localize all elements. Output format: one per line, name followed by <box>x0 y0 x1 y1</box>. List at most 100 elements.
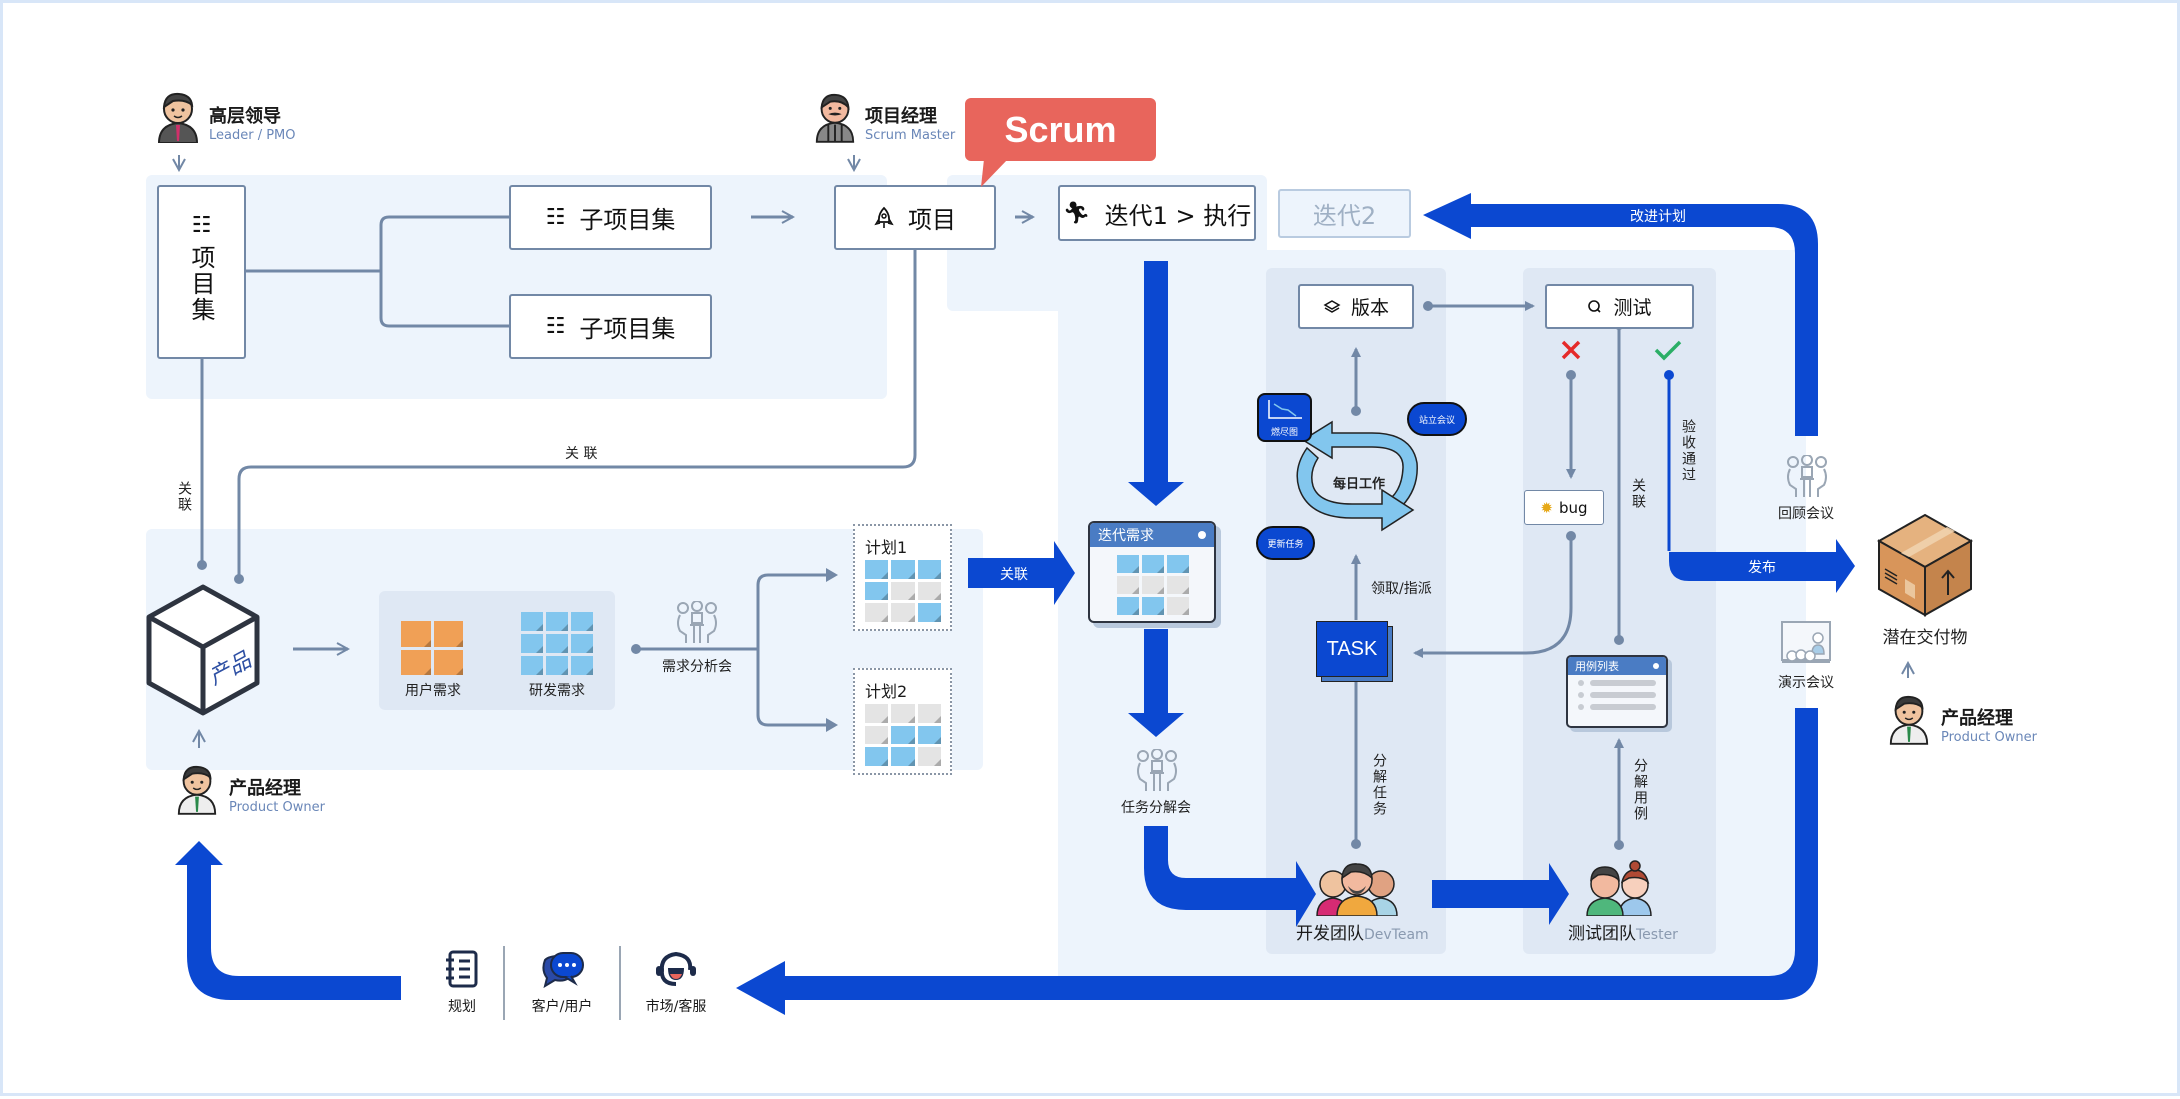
tester-team-cn: 测试团队 <box>1568 924 1636 944</box>
req-meeting-label: 需求分析会 <box>662 659 732 675</box>
task-card[interactable]: TASK <box>1316 621 1393 682</box>
scrum-callout-tail <box>981 159 1008 187</box>
status-dot-icon <box>1198 531 1206 539</box>
deliverable-label: 潜在交付物 <box>1882 628 1968 648</box>
update-task-label: 更新任务 <box>1267 539 1304 550</box>
improve-plan-arrow <box>1423 193 1818 436</box>
status-dot-icon <box>1653 663 1659 669</box>
connector-bug-task <box>1413 536 1573 658</box>
iteration-1-box[interactable]: 🏃︎ 迭代1 > 执行 <box>1058 185 1256 241</box>
project-label: 项目 <box>908 206 956 234</box>
leader-subtitle: Leader / PMO <box>209 128 296 143</box>
user-req-stickies <box>401 621 463 675</box>
tester-team-avatars-icon <box>1586 860 1652 916</box>
iteration-req-board[interactable]: 迭代需求 <box>1088 521 1221 628</box>
claim-assign-label: 领取/指派 <box>1371 581 1432 597</box>
iteration-2-label: 迭代2 <box>1312 202 1377 230</box>
iteration-req-title: 迭代需求 <box>1098 528 1154 544</box>
iteration-2-box[interactable]: 迭代2 <box>1278 189 1411 238</box>
burndown-bubble: 燃尽图 <box>1257 393 1312 442</box>
leader-avatar-icon <box>157 92 199 143</box>
source-item[interactable]: 客户/用户 <box>505 950 619 1016</box>
scrum-master-subtitle: Scrum Master <box>865 128 956 143</box>
case-list-board[interactable]: 用例列表 <box>1566 655 1672 732</box>
scrum-master-title: 项目经理 <box>865 106 937 127</box>
sticky-note <box>1167 576 1189 594</box>
sub-program-box-1[interactable]: ☷ 子项目集 <box>509 185 712 250</box>
sticky-note <box>891 747 915 766</box>
sticky-note <box>865 725 889 745</box>
sticky-note <box>865 581 889 601</box>
product-owner-subtitle-left: Product Owner <box>229 800 325 815</box>
plan-2-card[interactable]: 计划2 <box>853 668 952 775</box>
sticky-note <box>891 704 915 723</box>
project-box[interactable]: 项目 <box>834 185 996 250</box>
headset-icon <box>656 951 696 986</box>
split-task-label: 分解任务 <box>1371 753 1387 817</box>
divider <box>503 946 505 1020</box>
source-item[interactable]: 市场/客服 <box>621 950 731 1016</box>
sticky-note <box>891 725 915 745</box>
task-meeting-icon <box>1134 748 1180 797</box>
running-icon: 🏃︎ <box>1062 200 1091 226</box>
test-box[interactable]: 测试 <box>1545 284 1694 329</box>
scrum-callout-label: Scrum <box>1004 108 1117 150</box>
search-icon <box>1588 299 1602 313</box>
product-owner-role-left: 产品经理 Product Owner <box>175 761 325 815</box>
plan-1-card[interactable]: 计划1 <box>853 524 952 631</box>
dev-to-test-arrow <box>1432 863 1569 925</box>
source-item[interactable]: 规划 <box>421 950 503 1016</box>
feedback-loop-arrow <box>736 708 1818 1015</box>
release-label: 发布 <box>1748 560 1776 576</box>
standup-bubble: 站立会议 <box>1407 402 1467 436</box>
retro-meeting-label: 回顾会议 <box>1778 506 1834 522</box>
req-meeting-icon <box>674 600 720 649</box>
scrum-callout: Scrum <box>965 98 1156 161</box>
leader-role: 高层领导 Leader / PMO <box>155 89 296 143</box>
sticky-note <box>865 747 889 766</box>
dev-req-label: 研发需求 <box>529 683 585 699</box>
version-box[interactable]: 版本 <box>1298 284 1414 329</box>
standup-label: 站立会议 <box>1418 415 1455 426</box>
source-label: 规划 <box>448 999 476 1015</box>
program-box[interactable]: ☷ 项目集 <box>157 185 246 359</box>
relate-arrow-label: 关联 <box>1000 567 1028 583</box>
demo-meeting-label: 演示会议 <box>1778 675 1834 691</box>
update-task-bubble: 更新任务 <box>1256 526 1315 560</box>
connector-layer <box>3 155 2180 1015</box>
sticky-note <box>1117 555 1139 573</box>
product-owner-title-right: 产品经理 <box>1941 708 2013 729</box>
iteration-req-stickies <box>1117 555 1189 615</box>
product-owner-title-left: 产品经理 <box>229 778 301 799</box>
tester-team-en: Tester <box>1636 927 1678 943</box>
sub-program-box-2[interactable]: ☷ 子项目集 <box>509 294 712 359</box>
rocket-icon <box>874 206 894 228</box>
plan-1-stickies <box>865 560 942 622</box>
sticky-note <box>1167 555 1189 573</box>
sticky-note <box>1167 597 1189 615</box>
tester-team-label: 测试团队Tester <box>1568 919 1678 944</box>
product-cube-icon <box>146 584 260 716</box>
release-arrow <box>1669 539 1855 593</box>
left-up-arrow <box>175 841 401 1000</box>
accept-pass-label: 验收通过 <box>1680 419 1696 483</box>
source-label: 客户/用户 <box>531 999 593 1015</box>
sticky-note <box>917 603 942 622</box>
test-label: 测试 <box>1613 297 1652 319</box>
dev-team-label: 开发团队DevTeam <box>1296 919 1429 944</box>
leader-title: 高层领导 <box>209 106 281 127</box>
sticky-note <box>865 560 889 579</box>
relate-test-label: 关联 <box>1630 478 1646 510</box>
deliverable-box-icon <box>1876 513 1974 617</box>
program-label: 项目集 <box>187 245 215 323</box>
accept-check-icon <box>1654 340 1682 361</box>
relate-label-horizontal: 关 联 <box>565 446 598 462</box>
bug-box[interactable]: ✹ bug <box>1524 490 1604 525</box>
improve-plan-label: 改进计划 <box>1630 209 1686 225</box>
connector-meeting-plans <box>636 573 833 727</box>
sticky-note <box>1142 597 1164 615</box>
plan-list-icon <box>446 950 478 988</box>
layers-icon <box>1323 299 1341 313</box>
grid-apps-icon: ☷ <box>191 213 212 238</box>
